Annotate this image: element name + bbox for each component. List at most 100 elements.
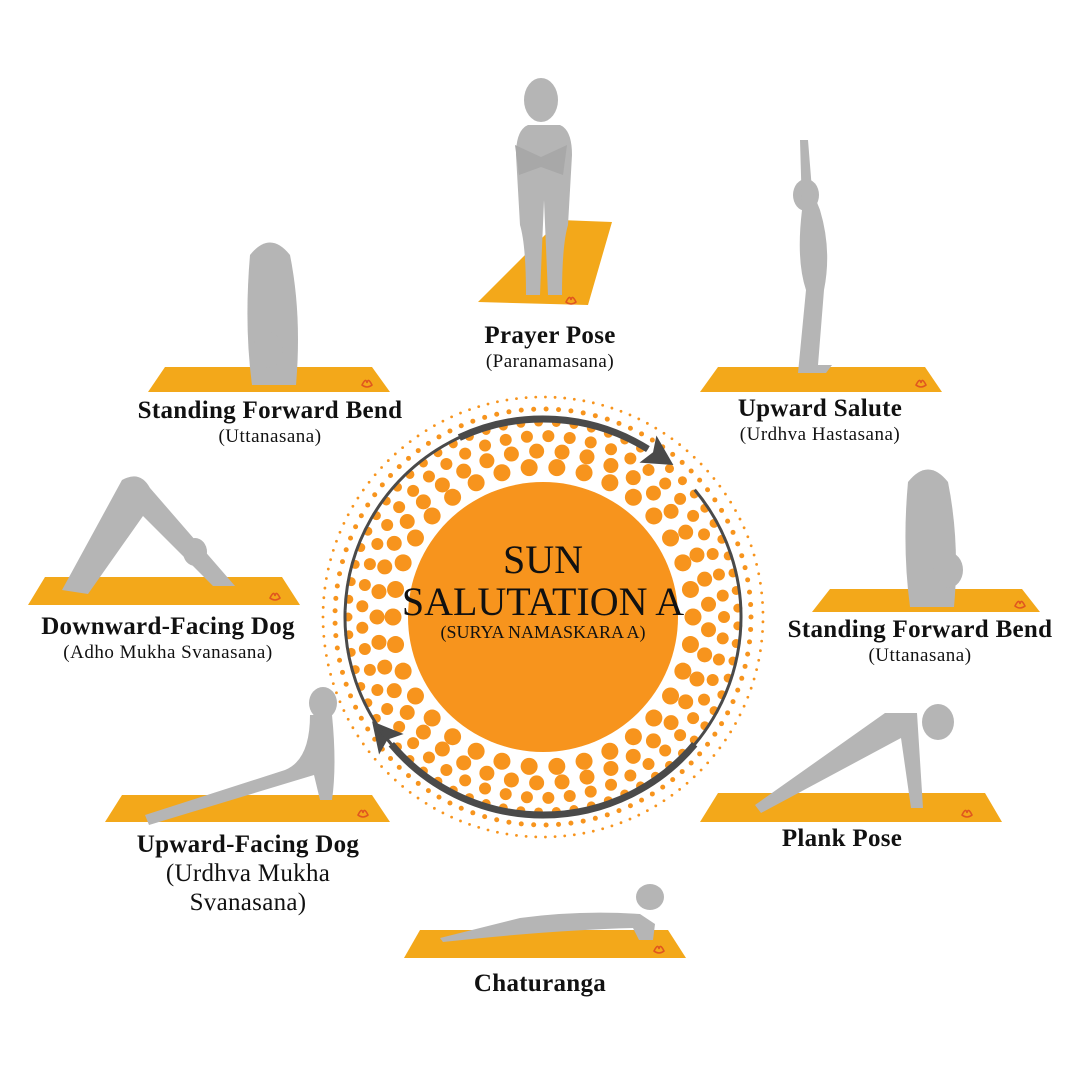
halftone-dot: [670, 793, 674, 797]
halftone-dot: [601, 474, 619, 492]
halftone-dot: [371, 683, 384, 696]
pose-name: Standing Forward Bend: [137, 397, 403, 424]
halftone-dot: [407, 737, 420, 750]
halftone-dot: [678, 524, 694, 540]
halftone-dot: [372, 492, 378, 498]
halftone-dot: [729, 730, 733, 734]
halftone-dot: [662, 687, 680, 705]
halftone-dot: [553, 835, 557, 839]
halftone-dot: [624, 452, 637, 465]
halftone-dot: [329, 672, 333, 676]
halftone-dot: [645, 507, 663, 525]
figure-prayer-pose: [515, 78, 572, 295]
halftone-dot: [738, 713, 742, 717]
halftone-dot: [432, 806, 436, 810]
halftone-dot: [415, 448, 421, 454]
halftone-dot: [619, 409, 623, 413]
pose-sanskrit: Svanasana): [189, 888, 307, 916]
halftone-dot: [441, 811, 445, 815]
pose-label-plank: Plank Pose: [782, 825, 902, 854]
halftone-dot: [755, 562, 759, 566]
halftone-dot: [331, 548, 335, 552]
halftone-dot: [692, 455, 696, 459]
halftone-dot: [677, 476, 687, 486]
halftone-dot: [689, 547, 705, 563]
halftone-dot: [467, 742, 485, 760]
halftone-dot: [393, 501, 406, 514]
halftone-dot: [506, 409, 512, 415]
halftone-dot: [625, 748, 641, 764]
pose-label-downward-dog: Downward-Facing Dog (Adho Mukha Svanasan…: [41, 613, 295, 664]
halftone-dot: [699, 768, 703, 772]
halftone-dot: [456, 755, 472, 771]
halftone-dot: [358, 513, 364, 519]
halftone-dot: [394, 554, 412, 572]
halftone-dot: [361, 488, 365, 492]
halftone-dot: [706, 469, 710, 473]
halftone-dot: [554, 444, 570, 460]
halftone-dot: [477, 825, 481, 829]
halftone-dot: [688, 468, 694, 474]
halftone-dot: [616, 420, 622, 426]
halftone-dot: [761, 601, 764, 604]
halftone-dot: [610, 824, 614, 828]
halftone-dot: [363, 663, 376, 676]
halftone-dot: [580, 818, 586, 824]
halftone-dot: [534, 395, 538, 399]
figure-upward-dog: [145, 687, 337, 825]
halftone-dot: [575, 752, 593, 770]
halftone-dot: [662, 529, 680, 547]
halftone-dot: [681, 580, 699, 598]
figure-forward-bend-left: [247, 242, 298, 385]
halftone-dot: [712, 477, 716, 480]
halftone-dot: [730, 529, 736, 535]
halftone-dot: [624, 488, 642, 506]
halftone-dot: [755, 668, 759, 672]
arrow-arc-top: [457, 415, 650, 453]
halftone-dot: [470, 418, 476, 424]
halftone-dot: [627, 425, 633, 431]
halftone-dot: [663, 715, 679, 731]
halftone-dot: [624, 728, 642, 746]
halftone-dot: [353, 524, 359, 530]
halftone-dot: [742, 526, 746, 530]
halftone-dot: [348, 693, 354, 699]
halftone-dot: [645, 709, 663, 727]
halftone-dot: [323, 586, 327, 590]
halftone-dot: [748, 626, 754, 632]
halftone-dot: [712, 731, 718, 737]
halftone-dot: [479, 765, 495, 781]
halftone-dot: [440, 457, 453, 470]
halftone-dot: [627, 803, 633, 809]
halftone-dot: [582, 831, 586, 835]
halftone-dot: [761, 610, 765, 614]
halftone-dot: [458, 805, 464, 811]
halftone-dot: [716, 632, 729, 645]
halftone-dot: [482, 814, 488, 820]
halftone-dot: [529, 443, 545, 459]
halftone-dot: [719, 507, 725, 513]
halftone-dot: [698, 693, 711, 706]
halftone-dot: [393, 452, 397, 456]
halftone-dot: [335, 691, 338, 695]
halftone-dot: [697, 571, 713, 587]
halftone-dot: [716, 589, 729, 602]
halftone-dot: [515, 397, 518, 401]
halftone-dot: [654, 804, 658, 808]
halftone-dot: [432, 424, 436, 428]
halftone-dot: [425, 788, 431, 794]
halftone-dot: [434, 477, 450, 493]
halftone-dot: [363, 558, 376, 571]
halftone-dot: [760, 591, 764, 595]
halftone-dot: [674, 554, 692, 572]
halftone-dot: [422, 751, 435, 764]
halftone-dot: [725, 710, 731, 716]
halftone-dot: [393, 778, 397, 782]
halftone-dot: [642, 758, 655, 771]
halftone-dot: [468, 822, 471, 826]
halftone-dot: [479, 439, 492, 452]
halftone-dot: [351, 504, 355, 508]
pose-sanskrit: (Uttanasana): [218, 425, 322, 447]
halftone-dot: [706, 761, 710, 765]
halftone-dot: [718, 484, 722, 488]
